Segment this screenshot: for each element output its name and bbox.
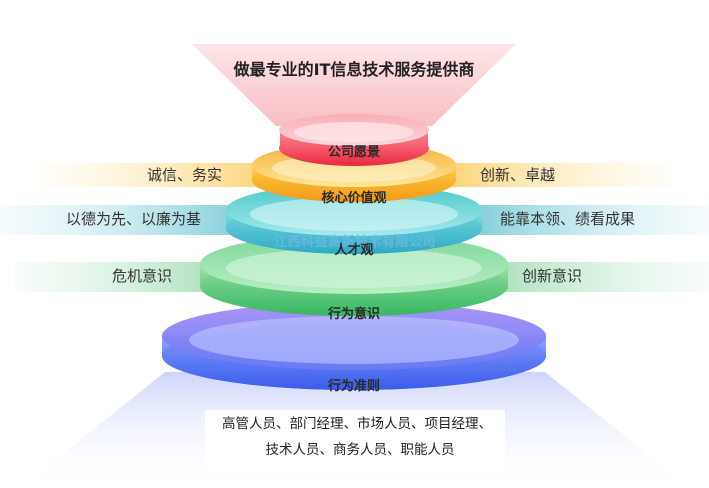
right-tag-ability: 能靠本领、绩看成果: [500, 210, 636, 228]
company-watermark: 江西科益高新技术有限公司: [273, 235, 437, 250]
left-tag-crisis: 危机意识: [112, 267, 173, 285]
tier-label-core-values: 核心价值观: [321, 191, 387, 206]
right-band-1: [452, 163, 672, 187]
tier-label-behavior-rules: 行为准则: [327, 379, 381, 394]
tier-company-vision: [279, 114, 429, 166]
tier-label-behavior-awareness: 行为意识: [327, 307, 381, 322]
left-band-3: [15, 262, 235, 292]
left-band-1: [42, 163, 260, 187]
tier-label-talent-view: 人才观: [334, 243, 374, 258]
bottom-text-background: [205, 410, 505, 470]
bottom-staff-line-1: 高管人员、部门经理、市场人员、项目经理、: [222, 416, 492, 432]
right-band-2: [478, 205, 709, 235]
tier-behavior-rules: [162, 302, 546, 390]
right-band-3: [476, 262, 709, 292]
left-tag-integrity: 诚信、务实: [147, 166, 223, 184]
right-tag-innovation-awareness: 创新意识: [522, 267, 583, 285]
tier-behavior-awareness: [200, 234, 508, 316]
left-band-2: [0, 205, 240, 235]
bottom-staff-line-2: 技术人员、商务人员、职能人员: [265, 442, 455, 458]
tier-label-company-vision: 公司愿景: [327, 145, 381, 160]
slogan: 做最专业的IT信息技术服务提供商: [233, 60, 475, 79]
right-tag-innovation: 创新、卓越: [480, 166, 556, 184]
top-light-beam: [192, 44, 516, 126]
left-tag-virtue: 以德为先、以廉为基: [66, 210, 202, 228]
